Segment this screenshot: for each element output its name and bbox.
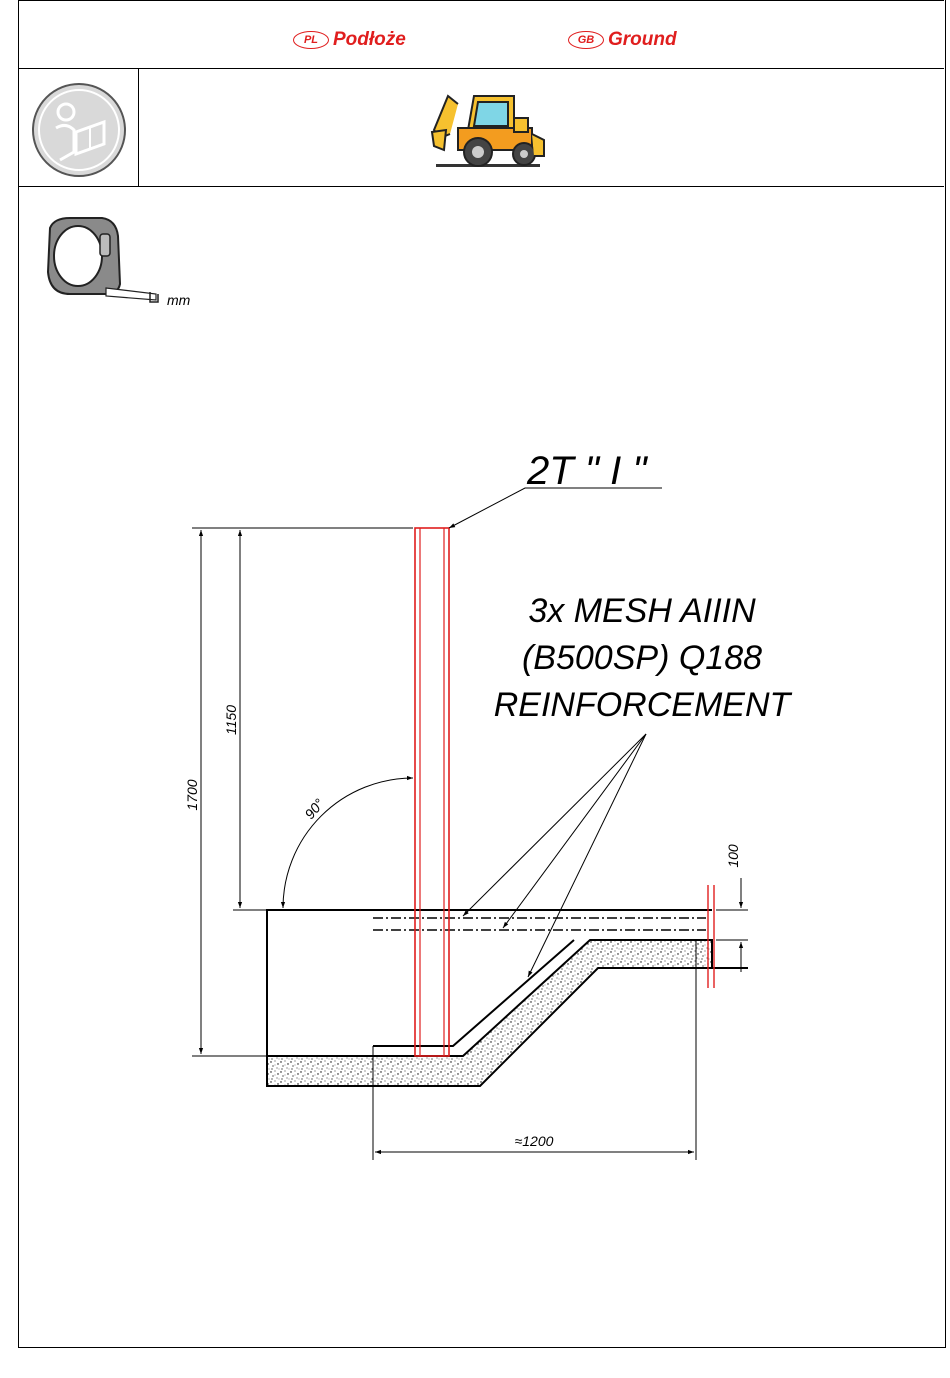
mesh-leader-1 [463,734,646,916]
beam-leader [449,488,662,528]
dim-angle: 90° [301,795,327,822]
dim-slab-thickness: 100 [725,844,741,868]
dim-total-height: 1700 [184,779,200,810]
mesh-label-line-2: (B500SP) Q188 [522,639,762,677]
mesh-label-line-3: REINFORCEMENT [494,686,793,724]
beam-label: 2T " I " [526,449,648,493]
dim-width: ≈1200 [515,1133,554,1149]
mesh-label-line-1: 3x MESH AIIIN [528,592,756,630]
angle-arc [283,778,413,908]
mesh-leader-2 [503,734,646,928]
dim-post-height: 1150 [223,705,239,735]
